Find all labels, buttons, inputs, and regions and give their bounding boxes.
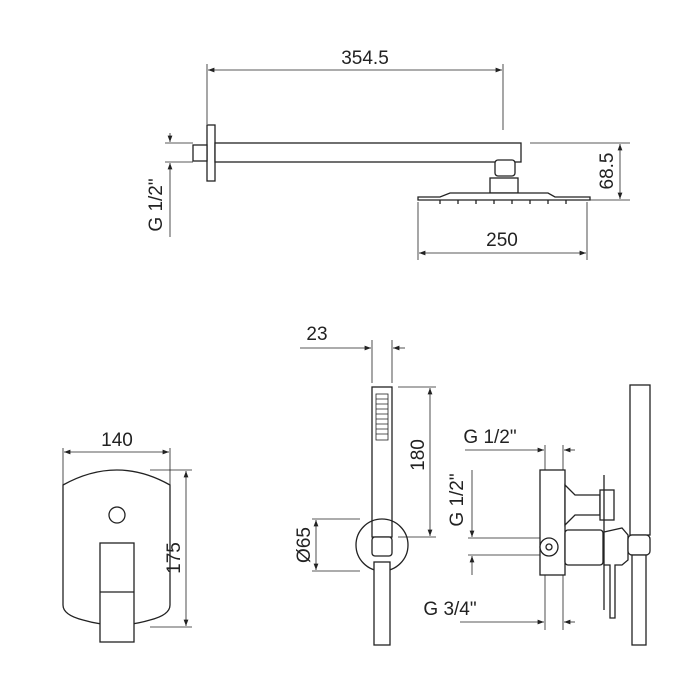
- overhead-shower-view: 354.5 G 1/2" 68.5 250: [146, 48, 630, 260]
- inlet-label: G 3/4": [423, 599, 476, 620]
- inlet-thread-label: G 1/2": [146, 178, 167, 231]
- concealed-body-view: G 1/2" G 1/2" G 3/4": [423, 384, 651, 646]
- hand-shower-view: 23 180 Ø65: [294, 324, 436, 646]
- shower-hose: [373, 561, 391, 646]
- spray-grid: [375, 393, 389, 441]
- side-outlet-label: G 1/2": [447, 473, 468, 526]
- head-connector: [489, 177, 519, 194]
- outlet-diameter-label: Ø65: [294, 527, 315, 563]
- shower-head-plate: [417, 192, 591, 201]
- swivel-nut: [494, 159, 516, 177]
- head-width-label: 250: [486, 230, 518, 251]
- side-holder: [627, 534, 651, 556]
- outlet-union: [599, 489, 615, 521]
- plate-width-label: 140: [101, 430, 133, 451]
- plate-height-label: 175: [164, 542, 185, 574]
- hand-shower-handle: [371, 386, 393, 538]
- valve-inlet: [539, 537, 559, 557]
- mixer-plate-view: 140 175: [62, 430, 192, 643]
- wall-flange: [206, 124, 216, 182]
- inlet-nipple: [192, 144, 208, 162]
- arm-length-label: 354.5: [341, 48, 389, 69]
- head-height-label: 68.5: [597, 153, 618, 190]
- valve-body: [539, 469, 566, 576]
- mixer-lever-side: [603, 527, 629, 619]
- nozzles: [439, 200, 567, 204]
- top-outlet-fitting: [564, 483, 601, 527]
- handle-width-label: 23: [306, 324, 327, 345]
- hand-shower-length-label: 180: [408, 439, 429, 471]
- side-hand-shower: [629, 384, 651, 536]
- mixer-cartridge: [564, 529, 604, 566]
- shower-arm: [214, 142, 522, 163]
- diverter-button: [108, 506, 126, 524]
- top-outlet-label: G 1/2": [463, 427, 516, 448]
- shower-holder: [371, 536, 393, 557]
- side-hose: [631, 554, 647, 646]
